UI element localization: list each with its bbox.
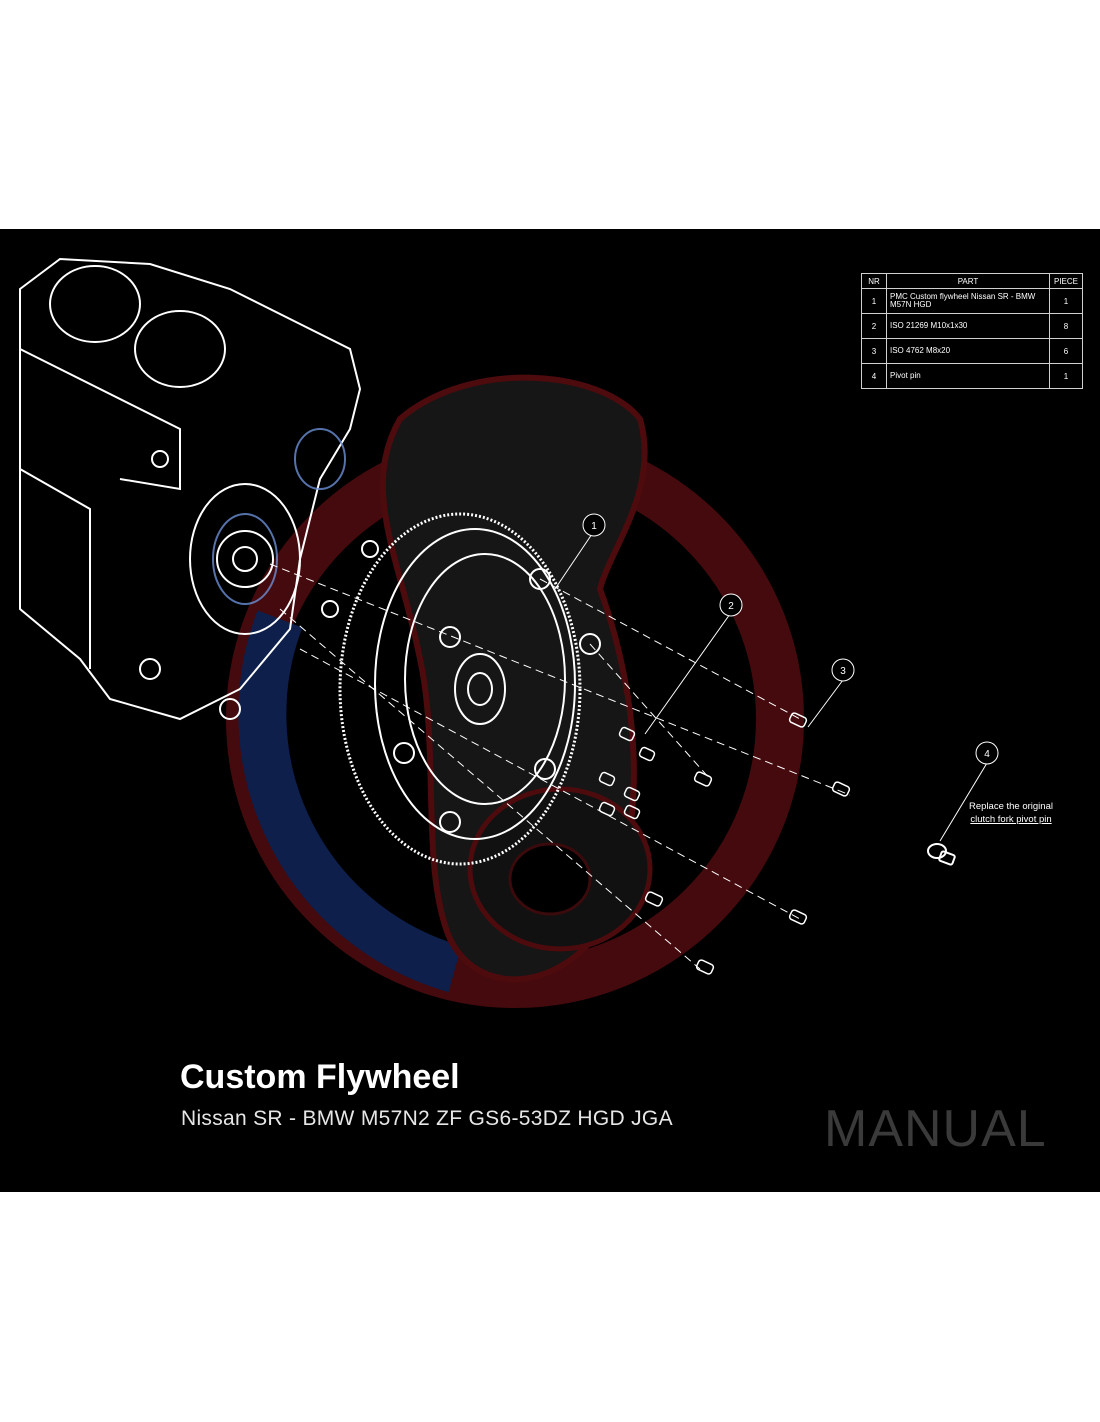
assembly-lines xyxy=(269,563,851,970)
cell-nr: 4 xyxy=(861,363,887,389)
cell-part: ISO 21269 M10x1x30 xyxy=(886,313,1050,339)
cell-part: ISO 4762 M8x20 xyxy=(886,338,1050,364)
manual-label: MANUAL xyxy=(824,1100,1047,1158)
page-title: Custom Flywheel xyxy=(180,1058,460,1096)
cell-piece: 1 xyxy=(1049,363,1083,389)
parts-table: NR PART PIECE 1 PMC Custom flywheel Niss… xyxy=(861,273,1083,389)
watermark-logo xyxy=(226,374,804,1008)
table-row: 2 ISO 21269 M10x1x30 8 xyxy=(861,313,1083,339)
cell-part: Pivot pin xyxy=(886,363,1050,389)
note-line-2: clutch fork pivot pin xyxy=(970,814,1052,825)
engine-block-drawing xyxy=(19,257,379,721)
cell-piece: 1 xyxy=(1049,288,1083,314)
diagram-panel: 1 2 3 4 NR PART PIECE 1 PMC Custom flywh… xyxy=(0,229,1100,1192)
callout-leaders xyxy=(554,533,988,842)
cell-nr: 1 xyxy=(861,288,887,314)
flywheel-drawing xyxy=(338,512,601,866)
header-piece: PIECE xyxy=(1049,273,1083,289)
table-row: 4 Pivot pin 1 xyxy=(861,363,1083,389)
callout-label-3: 3 xyxy=(840,666,846,677)
cell-piece: 8 xyxy=(1049,313,1083,339)
page-subtitle: Nissan SR - BMW M57N2 ZF GS6-53DZ HGD JG… xyxy=(181,1107,673,1130)
callout-bubble-2: 2 xyxy=(719,593,743,617)
header-nr: NR xyxy=(861,273,887,289)
note-line-1: Replace the original xyxy=(969,801,1053,812)
cell-nr: 3 xyxy=(861,338,887,364)
callout-bubble-3: 3 xyxy=(831,658,855,682)
bolt-set xyxy=(598,712,851,975)
parts-table-header: NR PART PIECE xyxy=(861,273,1083,289)
table-row: 3 ISO 4762 M8x20 6 xyxy=(861,338,1083,364)
callout-label-1: 1 xyxy=(591,521,597,532)
callout-label-4: 4 xyxy=(984,749,990,760)
cell-piece: 6 xyxy=(1049,338,1083,364)
callout-bubble-4: 4 xyxy=(975,741,999,765)
cell-nr: 2 xyxy=(861,313,887,339)
header-part: PART xyxy=(886,273,1050,289)
cell-part: PMC Custom flywheel Nissan SR - BMW M57N… xyxy=(886,288,1050,314)
crank-hub-highlight xyxy=(212,428,346,605)
pivot-pin-note: Replace the original clutch fork pivot p… xyxy=(960,800,1062,826)
table-row: 1 PMC Custom flywheel Nissan SR - BMW M5… xyxy=(861,288,1083,314)
callout-bubble-1: 1 xyxy=(582,513,606,537)
pivot-pin-drawing xyxy=(927,843,956,866)
exploded-view-drawing: 1 2 3 4 xyxy=(19,257,999,1008)
callout-label-2: 2 xyxy=(728,601,734,612)
